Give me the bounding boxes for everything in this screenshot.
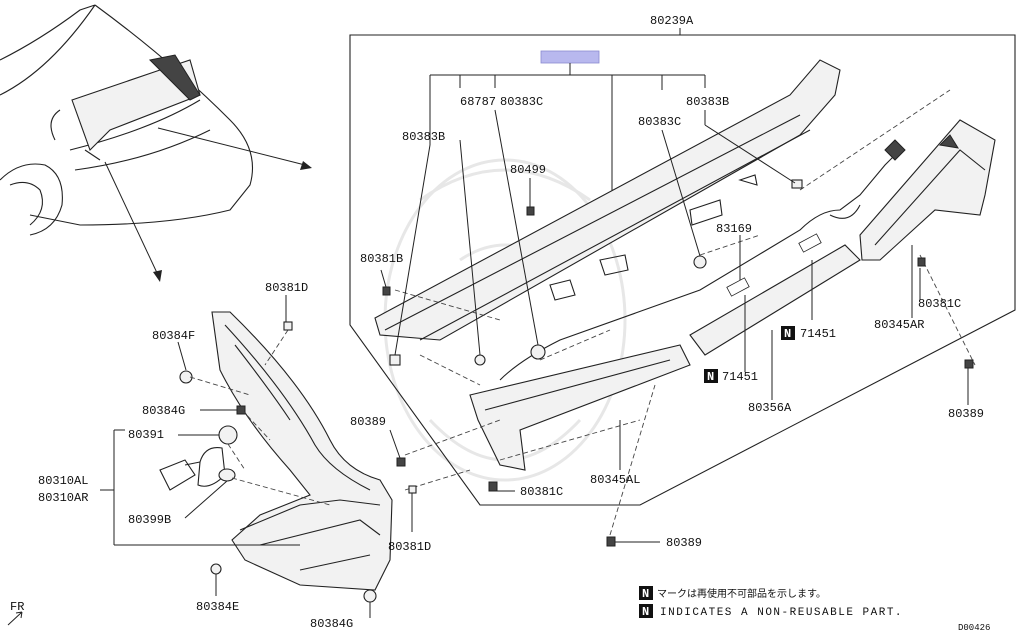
orientation-label: FR [10,600,24,614]
non-reusable-marker-b: N [704,369,718,384]
assembly-frame [349,34,1016,506]
wire-harness [499,149,901,381]
label-80383B-b: 80383B [402,130,445,144]
highlight-marker [540,50,600,64]
garnish-bar [689,233,861,356]
label-83169: 83169 [716,222,752,236]
label-80383B-a: 80383B [686,95,729,109]
label-80310AL: 80310AL [38,474,88,488]
label-80310AR: 80310AR [38,491,88,505]
rear-combination-lamp [211,311,393,591]
leader-lines [100,90,969,618]
label-80239A: 80239A [650,14,694,28]
label-71451-a: 71451 [800,327,836,341]
label-80384G-b: 80384G [310,617,353,631]
side-spoiler-right [859,119,996,261]
lamp-dashed-lines [189,329,331,506]
label-80381D-b: 80381D [388,540,431,554]
label-80389-c: 80389 [666,536,702,550]
svg-text:N: N [784,327,791,341]
label-80384G-a: 80384G [142,404,185,418]
svg-text:N: N [642,587,649,601]
label-68787: 68787 [460,95,496,109]
label-80381C-a: 80381C [918,297,961,311]
label-80389-b: 80389 [350,415,386,429]
svg-text:N: N [707,370,714,384]
label-80383C-a: 80383C [500,95,543,109]
pointer-arrows [104,127,312,282]
part-labels: 68787 80383C 80383B 80383B 80383C 80499 … [38,95,984,631]
label-80381C-b: 80381C [520,485,563,499]
label-80345AL: 80345AL [590,473,640,487]
label-80384E: 80384E [196,600,239,614]
side-spoiler-left [469,344,691,471]
label-80345AR: 80345AR [874,318,924,332]
orientation-indicator: FR [7,600,24,626]
label-80384F: 80384F [152,329,195,343]
legend-note-en: INDICATES A NON-REUSABLE PART. [660,607,903,619]
label-80381B: 80381B [360,252,403,266]
non-reusable-marker-a: N [781,326,795,341]
label-80391: 80391 [128,428,164,442]
label-80381D-a: 80381D [265,281,308,295]
legend-note-ja: マークは再使用不可部品を示します。 [657,587,826,600]
legend: N マークは再使用不可部品を示します。 N INDICATES A NON-RE… [639,586,903,619]
label-80399B: 80399B [128,513,171,527]
label-80389-a: 80389 [948,407,984,421]
bulb-socket-assembly [159,321,417,603]
label-80383C-b: 80383C [638,115,681,129]
label-80356A: 80356A [748,401,792,415]
vehicle-rear-view [0,4,254,236]
label-80499: 80499 [510,163,546,177]
svg-text:N: N [642,605,649,619]
rear-spoiler-upper [374,59,841,341]
label-71451-b: 71451 [722,370,758,384]
diagram-code: D00426 [958,623,990,633]
